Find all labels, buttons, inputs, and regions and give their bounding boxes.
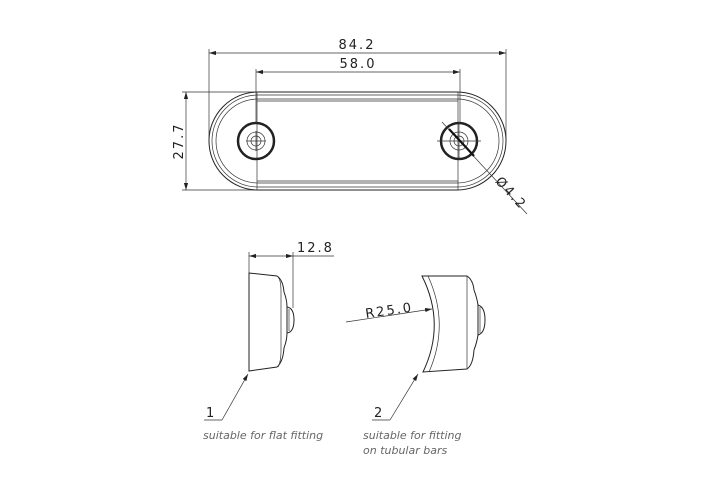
dim-12-8: 12.8 [297,241,334,256]
top-view [208,91,507,191]
variant-1-number: 1 [206,406,214,421]
dim-84-2: 84.2 [339,38,376,53]
mounting-hole-right [437,121,481,161]
dimension-hole-diameter: Ø4.2 [441,121,530,215]
dimension-hole-spacing: 58.0 [255,57,461,123]
dimension-overall-length: 84.2 [208,38,507,140]
side-view-flat [248,272,295,372]
label-variant-1: 1 suitable for flat fitting [203,373,323,442]
dim-r25-0: R25.0 [364,300,414,322]
dim-27-7: 27.7 [172,123,187,160]
dimension-height: 27.7 [172,91,257,191]
side-view-tubular [421,275,486,373]
outer-outline [208,91,507,191]
dimension-depth: 12.8 [248,241,334,308]
dimension-radius: R25.0 [345,300,433,323]
mounting-hole-left [236,121,276,161]
label-variant-2: 2 suitable for fitting on tubular bars [363,373,461,457]
dim-58-0: 58.0 [340,57,377,72]
dim-diameter-4-2: Ø4.2 [492,174,530,213]
variant-2-number: 2 [374,406,382,421]
variant-2-description-line-1: suitable for fitting [363,429,461,442]
variant-1-description: suitable for flat fitting [203,429,323,442]
variant-2-description-line-2: on tubular bars [363,444,447,457]
